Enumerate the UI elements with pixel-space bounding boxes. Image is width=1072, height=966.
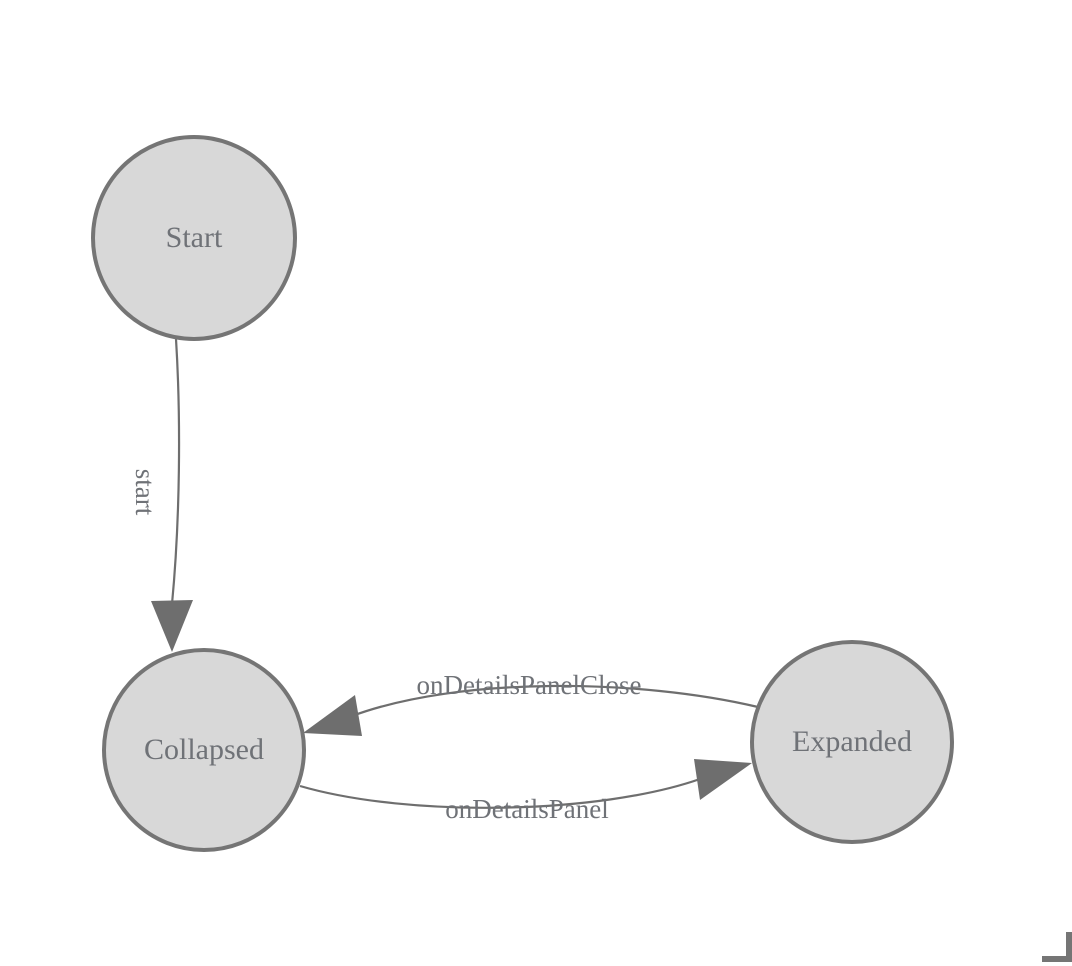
edge-start-to-collapsed[interactable]: start bbox=[130, 338, 193, 652]
edge-expanded-to-collapsed-line bbox=[351, 684, 759, 718]
edge-collapsed-to-expanded-arrowhead bbox=[694, 759, 752, 800]
node-collapsed-circle bbox=[102, 648, 306, 852]
edge-label-on-details-panel: onDetailsPanel bbox=[445, 794, 608, 824]
edge-start-to-collapsed-arrowhead bbox=[151, 600, 193, 652]
edge-label-on-details-panel-close: onDetailsPanelClose bbox=[417, 670, 642, 700]
node-start-label: Start bbox=[166, 221, 223, 254]
corner-bracket-icon bbox=[1042, 932, 1072, 962]
edge-start-to-collapsed-line bbox=[170, 338, 181, 605]
node-collapsed[interactable]: Collapsed bbox=[102, 648, 306, 852]
node-expanded-circle bbox=[750, 640, 954, 844]
edge-label-start: start bbox=[130, 469, 160, 516]
node-expanded-label: Expanded bbox=[792, 725, 912, 758]
corner-resize-marker[interactable] bbox=[1042, 932, 1072, 962]
node-start[interactable]: Start bbox=[91, 135, 297, 341]
edge-expanded-to-collapsed[interactable]: onDetailsPanelClose bbox=[303, 670, 759, 736]
edge-expanded-to-collapsed-arrowhead bbox=[303, 695, 362, 736]
node-start-circle bbox=[91, 135, 297, 341]
edge-collapsed-to-expanded[interactable]: onDetailsPanel bbox=[299, 759, 752, 824]
node-collapsed-label: Collapsed bbox=[144, 733, 264, 766]
node-expanded[interactable]: Expanded bbox=[750, 640, 954, 844]
edge-collapsed-to-expanded-line bbox=[299, 777, 701, 809]
